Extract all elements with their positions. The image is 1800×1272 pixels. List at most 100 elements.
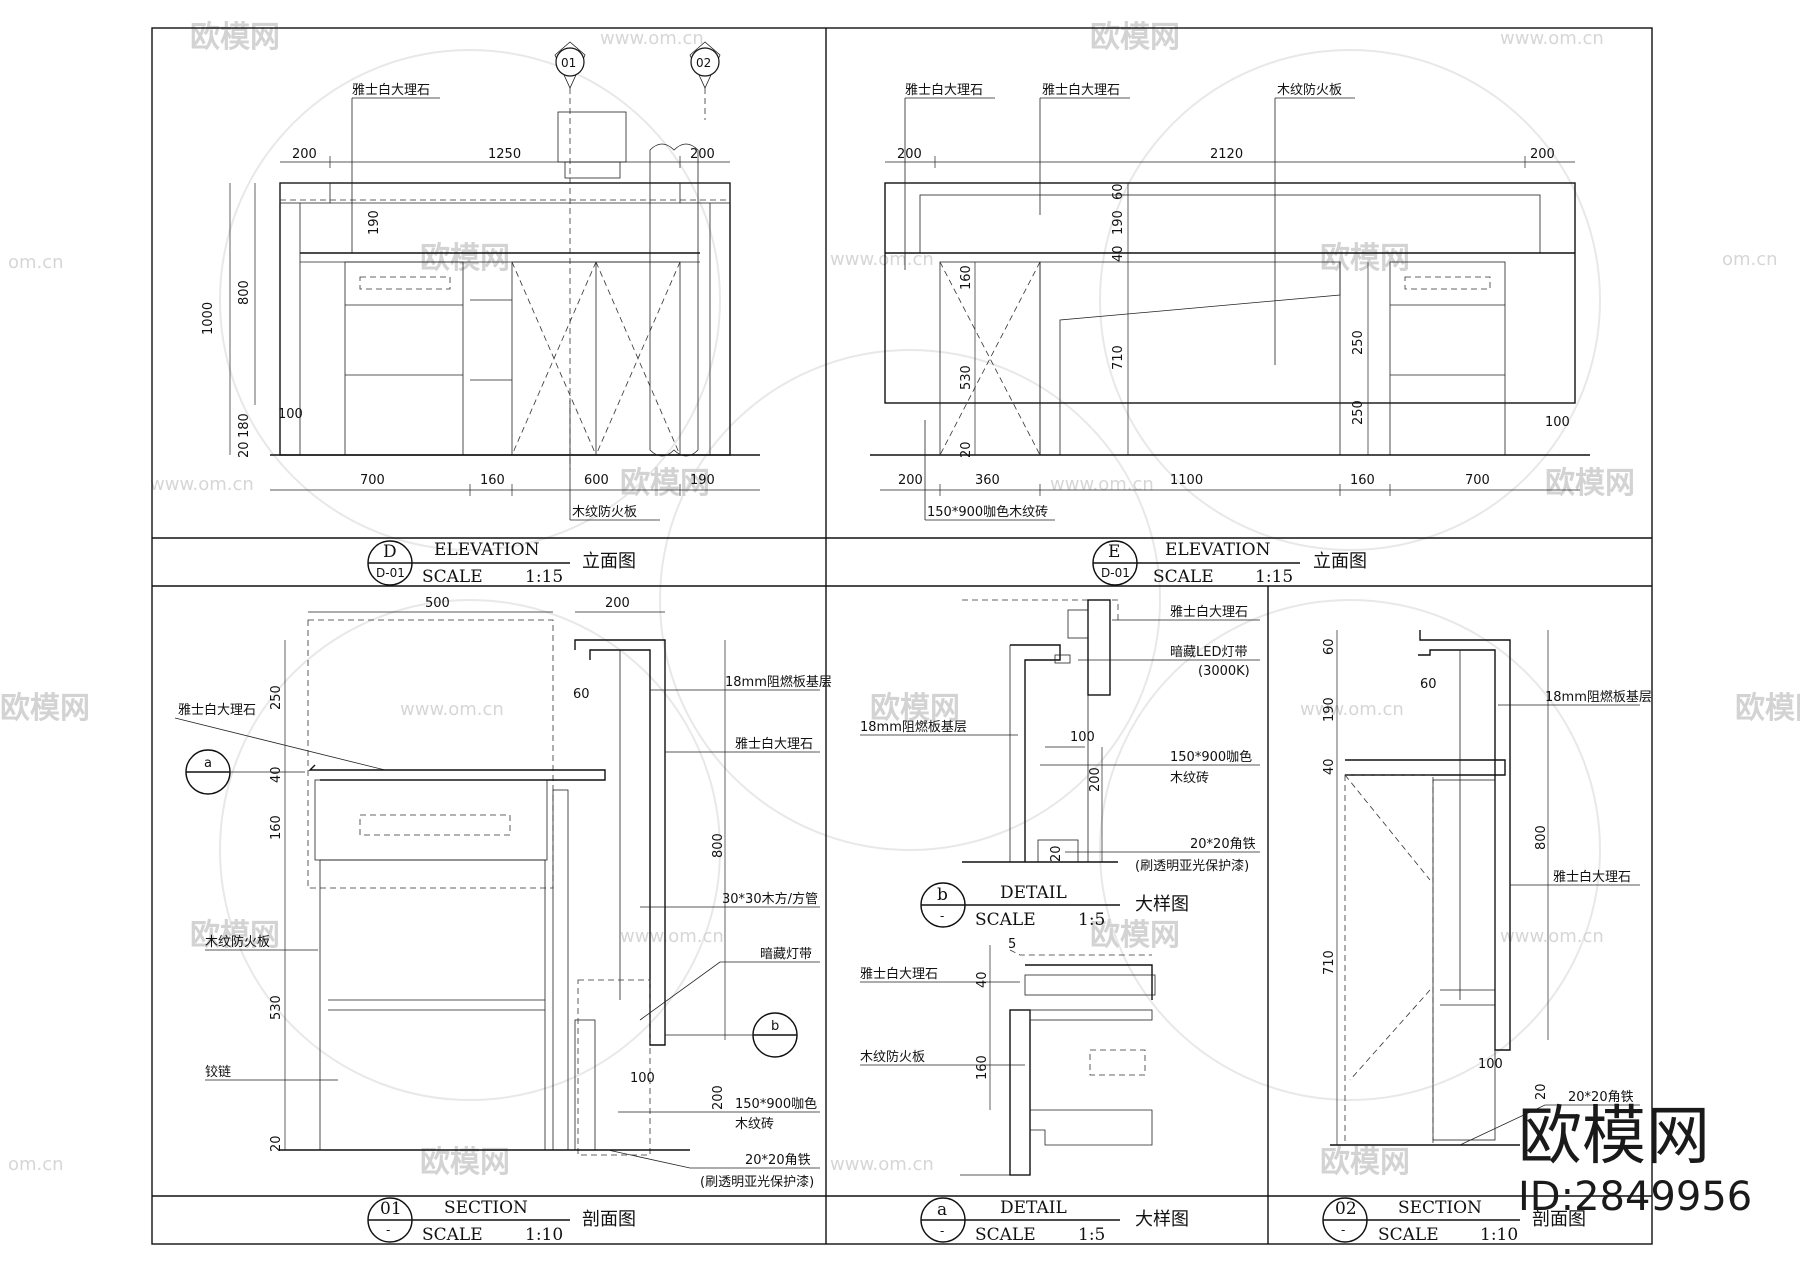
elevation-d-drawing: 01 02 200 1250 200 700 160 600 190 1000 … (201, 41, 760, 521)
watermark-brand: 欧模网 (190, 20, 280, 55)
dim-label: 2120 (1210, 147, 1243, 162)
dim-label: 60 (573, 687, 590, 702)
section-01-drawing: 500 200 60 250 40 160 800 530 20 100 200… (174, 596, 832, 1190)
title-cn: 大样图 (1135, 894, 1189, 915)
title-scale-label: SCALE (1153, 567, 1214, 587)
watermark-brand: 欧模网 (1545, 466, 1635, 501)
title-tag-num: 02 (1335, 1199, 1357, 1219)
dim-label: 700 (1465, 473, 1490, 488)
label-tile: 150*900咖色 (735, 1096, 817, 1112)
watermark-url: om.cn (1722, 249, 1778, 270)
label-tube: 30*30木方/方管 (722, 891, 818, 907)
label-tile-2: 木纹砖 (1170, 771, 1209, 786)
dim-label: 40 (269, 766, 284, 783)
dim-label: 800 (711, 833, 726, 858)
dim-label: 20 (269, 1135, 284, 1152)
label-marble: 雅士白大理石 (352, 82, 430, 98)
dim-label: 200 (292, 147, 317, 162)
title-tag-ref: D-01 (376, 566, 405, 580)
dim-label: 160 (480, 473, 505, 488)
watermark-brand: 欧模网 (0, 691, 90, 726)
dim-label: 40 (1322, 758, 1337, 775)
title-scale-label: SCALE (1378, 1225, 1439, 1245)
label-led: 暗藏LED灯带 (1170, 645, 1247, 660)
dim-label: 5 (1008, 937, 1016, 952)
title-scale: 1:5 (1078, 910, 1105, 930)
dim-label: 700 (360, 473, 385, 488)
watermark-url: www.om.cn (1300, 699, 1404, 720)
label-base18: 18mm阻燃板基层 (725, 674, 832, 690)
dim-label: 100 (278, 407, 303, 422)
label-tile-2: 木纹砖 (735, 1117, 774, 1132)
title-tag-ref: - (940, 909, 944, 923)
watermark-brand: 欧模网 (1090, 918, 1180, 953)
title-scale-label: SCALE (975, 910, 1036, 930)
label-marble: 雅士白大理石 (860, 966, 938, 982)
dim-label: 710 (1111, 345, 1126, 370)
label-base18: 18mm阻燃板基层 (860, 719, 967, 735)
dim-label: 160 (975, 1055, 990, 1080)
dim-label: 250 (269, 685, 284, 710)
dim-label: 60 (1420, 677, 1437, 692)
dim-label: 200 (897, 147, 922, 162)
dim-label: 100 (630, 1071, 655, 1086)
watermark-brand: 欧模网 (190, 918, 280, 953)
title-cn: 立面图 (1313, 551, 1367, 572)
dim-label: 800 (1534, 825, 1549, 850)
watermark-url: www.om.cn (620, 926, 724, 947)
watermark-url: www.om.cn (600, 28, 704, 49)
label-tile: 150*900咖色 (1170, 749, 1252, 765)
label-marble: 雅士白大理石 (1170, 604, 1248, 620)
label-marble-2: 雅士白大理石 (1042, 82, 1120, 98)
dim-label: 160 (959, 265, 974, 290)
section-marker-02: 02 (696, 56, 711, 70)
stamp-brand: 欧模网 (1518, 1100, 1710, 1174)
title-detail: DETAIL (1000, 1198, 1067, 1218)
label-paint: (刷透明亚光保护漆) (700, 1174, 814, 1190)
title-cn: 剖面图 (1532, 1209, 1586, 1230)
dim-label: 100 (1070, 730, 1095, 745)
elevation-e-title-block: E D-01 ELEVATION SCALE 1:15 立面图 (1092, 540, 1367, 587)
title-scale-label: SCALE (422, 1225, 483, 1245)
detail-b-title-block: b - DETAIL SCALE 1:5 大样图 (920, 882, 1189, 930)
watermark-brand: 欧模网 (1735, 691, 1800, 726)
dim-label: 1250 (488, 147, 521, 162)
watermark-layer: 欧模网 www.om.cn 欧模网 www.om.cn om.cn 欧模网 ww… (0, 20, 1800, 1180)
section-01-title-block: 01 - SECTION SCALE 1:10 剖面图 (367, 1197, 636, 1245)
dim-label: 190 (367, 210, 382, 235)
title-scale: 1:10 (525, 1225, 563, 1245)
title-tag-letter: E (1108, 542, 1120, 562)
dim-label: 600 (584, 473, 609, 488)
label-angle: 20*20角铁 (1190, 837, 1256, 852)
title-scale: 1:15 (525, 567, 563, 587)
watermark-brand: 欧模网 (1090, 20, 1180, 55)
label-wood-board: 木纹防火板 (205, 934, 270, 950)
watermark-url: www.om.cn (150, 474, 254, 495)
title-scale-label: SCALE (975, 1225, 1036, 1245)
watermark-url: www.om.cn (1500, 28, 1604, 49)
title-tag-letter: a (937, 1200, 947, 1220)
watermark-url: www.om.cn (1500, 926, 1604, 947)
dim-label: 190 (1322, 697, 1337, 722)
dim-label: 60 (1322, 638, 1337, 655)
dim-label: 190 (1111, 210, 1126, 235)
dim-label: 200 (605, 596, 630, 611)
dim-label: 40 (1111, 245, 1126, 262)
brand-stamp: 欧模网 ID:2849956 (1518, 1100, 1752, 1220)
watermark-url: www.om.cn (1050, 474, 1154, 495)
label-wood-board: 木纹防火板 (1277, 82, 1342, 98)
title-scale-label: SCALE (422, 567, 483, 587)
title-tag-ref: - (386, 1223, 390, 1237)
dim-label: 200 (690, 147, 715, 162)
watermark-url: om.cn (8, 252, 64, 273)
dim-label: 160 (269, 815, 284, 840)
title-tag-ref: - (940, 1224, 944, 1238)
section-marker-01: 01 (561, 56, 576, 70)
label-wood-board: 木纹防火板 (860, 1049, 925, 1065)
dim-label: 250 (1351, 400, 1366, 425)
title-elevation: ELEVATION (1165, 540, 1271, 560)
label-led-k: (3000K) (1198, 664, 1250, 679)
title-cn: 剖面图 (582, 1209, 636, 1230)
dim-label: 200 (1088, 767, 1103, 792)
stamp-id: ID:2849956 (1518, 1174, 1752, 1220)
